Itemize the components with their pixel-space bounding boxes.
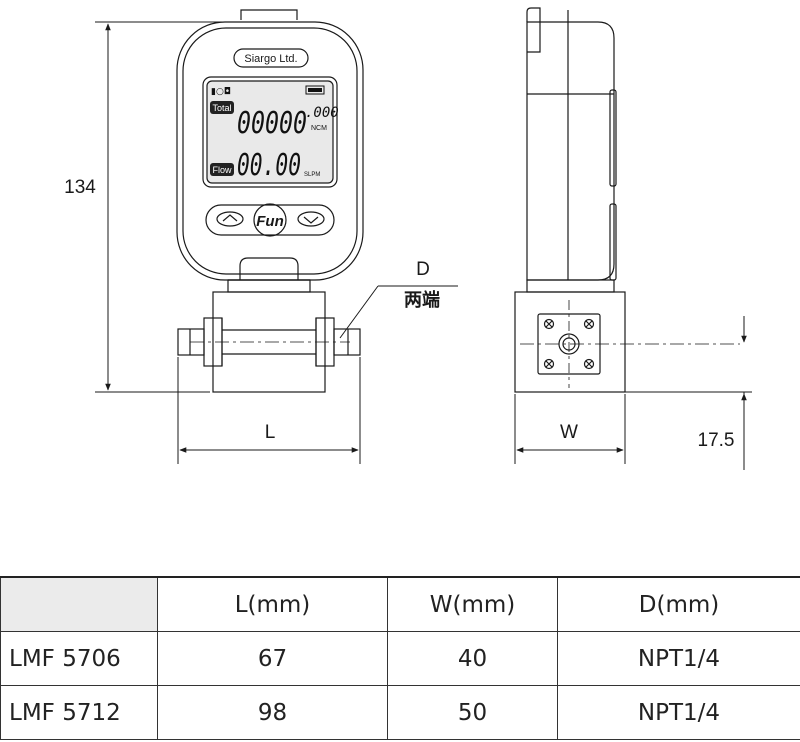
table-row: LMF 5712 98 50 NPT1/4 xyxy=(0,685,800,740)
width-label: W xyxy=(560,422,578,443)
side-view xyxy=(514,7,740,393)
side-block xyxy=(514,291,626,393)
brand-label: Siargo Ltd. xyxy=(244,53,297,65)
port-label: D xyxy=(416,259,430,280)
fun-button[interactable] xyxy=(253,203,287,237)
total-value: 00000 xyxy=(237,106,307,141)
port-note: 两端 xyxy=(404,290,440,311)
flow-label-box xyxy=(210,163,234,176)
table-header-row: L(mm) W(mm) D(mm) xyxy=(0,576,800,632)
d-cell: NPT1/4 xyxy=(557,631,800,686)
total-label: Total xyxy=(212,103,231,113)
flow-unit: SLPM xyxy=(304,172,320,178)
flow-value: 00.00 xyxy=(237,148,301,183)
length-label: L xyxy=(265,422,276,443)
dimension-lines xyxy=(95,21,752,470)
total-unit: NCM xyxy=(311,125,327,132)
meter-neck xyxy=(239,257,299,280)
d-cell: NPT1/4 xyxy=(557,685,800,740)
flow-label: Flow xyxy=(212,165,232,175)
mounting-screws xyxy=(543,318,595,370)
total-decimal: .000 xyxy=(305,105,339,121)
neck-base xyxy=(227,279,311,293)
table-header-blank xyxy=(0,576,158,632)
down-button[interactable] xyxy=(297,211,325,227)
lcd-frame xyxy=(202,76,338,188)
table-header-l: L(mm) xyxy=(157,576,388,632)
side-button-top xyxy=(609,89,617,187)
lcd-screen xyxy=(206,80,334,184)
front-view xyxy=(176,9,364,393)
spec-table: L(mm) W(mm) D(mm) LMF 5706 67 40 NPT1/4 … xyxy=(0,576,800,740)
side-body xyxy=(526,21,615,281)
meter-body-inner xyxy=(182,27,358,275)
model-cell: LMF 5706 xyxy=(0,631,158,686)
lcd-content: ▮○◘ Total 00000 .000 NCM Flow 00.00 SLPM xyxy=(210,85,339,183)
dimension-drawing: Siargo Ltd. ▮○◘ Total 00000 .000 NCM Flo… xyxy=(64,7,752,470)
height-label: 134 xyxy=(64,177,96,198)
battery-icon xyxy=(305,85,325,95)
side-hook xyxy=(526,7,541,53)
w-cell: 50 xyxy=(387,685,558,740)
button-bar xyxy=(205,204,335,236)
total-label-box xyxy=(210,101,234,114)
status-icons: ▮○◘ xyxy=(211,87,231,97)
hanger-hook xyxy=(240,9,298,20)
table-header-d: D(mm) xyxy=(557,576,800,632)
offset-label: 17.5 xyxy=(698,430,735,451)
l-cell: 98 xyxy=(157,685,388,740)
port-leader xyxy=(339,285,379,339)
up-button[interactable] xyxy=(216,211,244,227)
table-header-w: W(mm) xyxy=(387,576,558,632)
fun-button-label: Fun xyxy=(256,213,284,230)
side-neck xyxy=(526,279,615,293)
l-cell: 67 xyxy=(157,631,388,686)
model-cell: LMF 5712 xyxy=(0,685,158,740)
w-cell: 40 xyxy=(387,631,558,686)
table-row: LMF 5706 67 40 NPT1/4 xyxy=(0,631,800,686)
brand-badge xyxy=(233,48,309,68)
